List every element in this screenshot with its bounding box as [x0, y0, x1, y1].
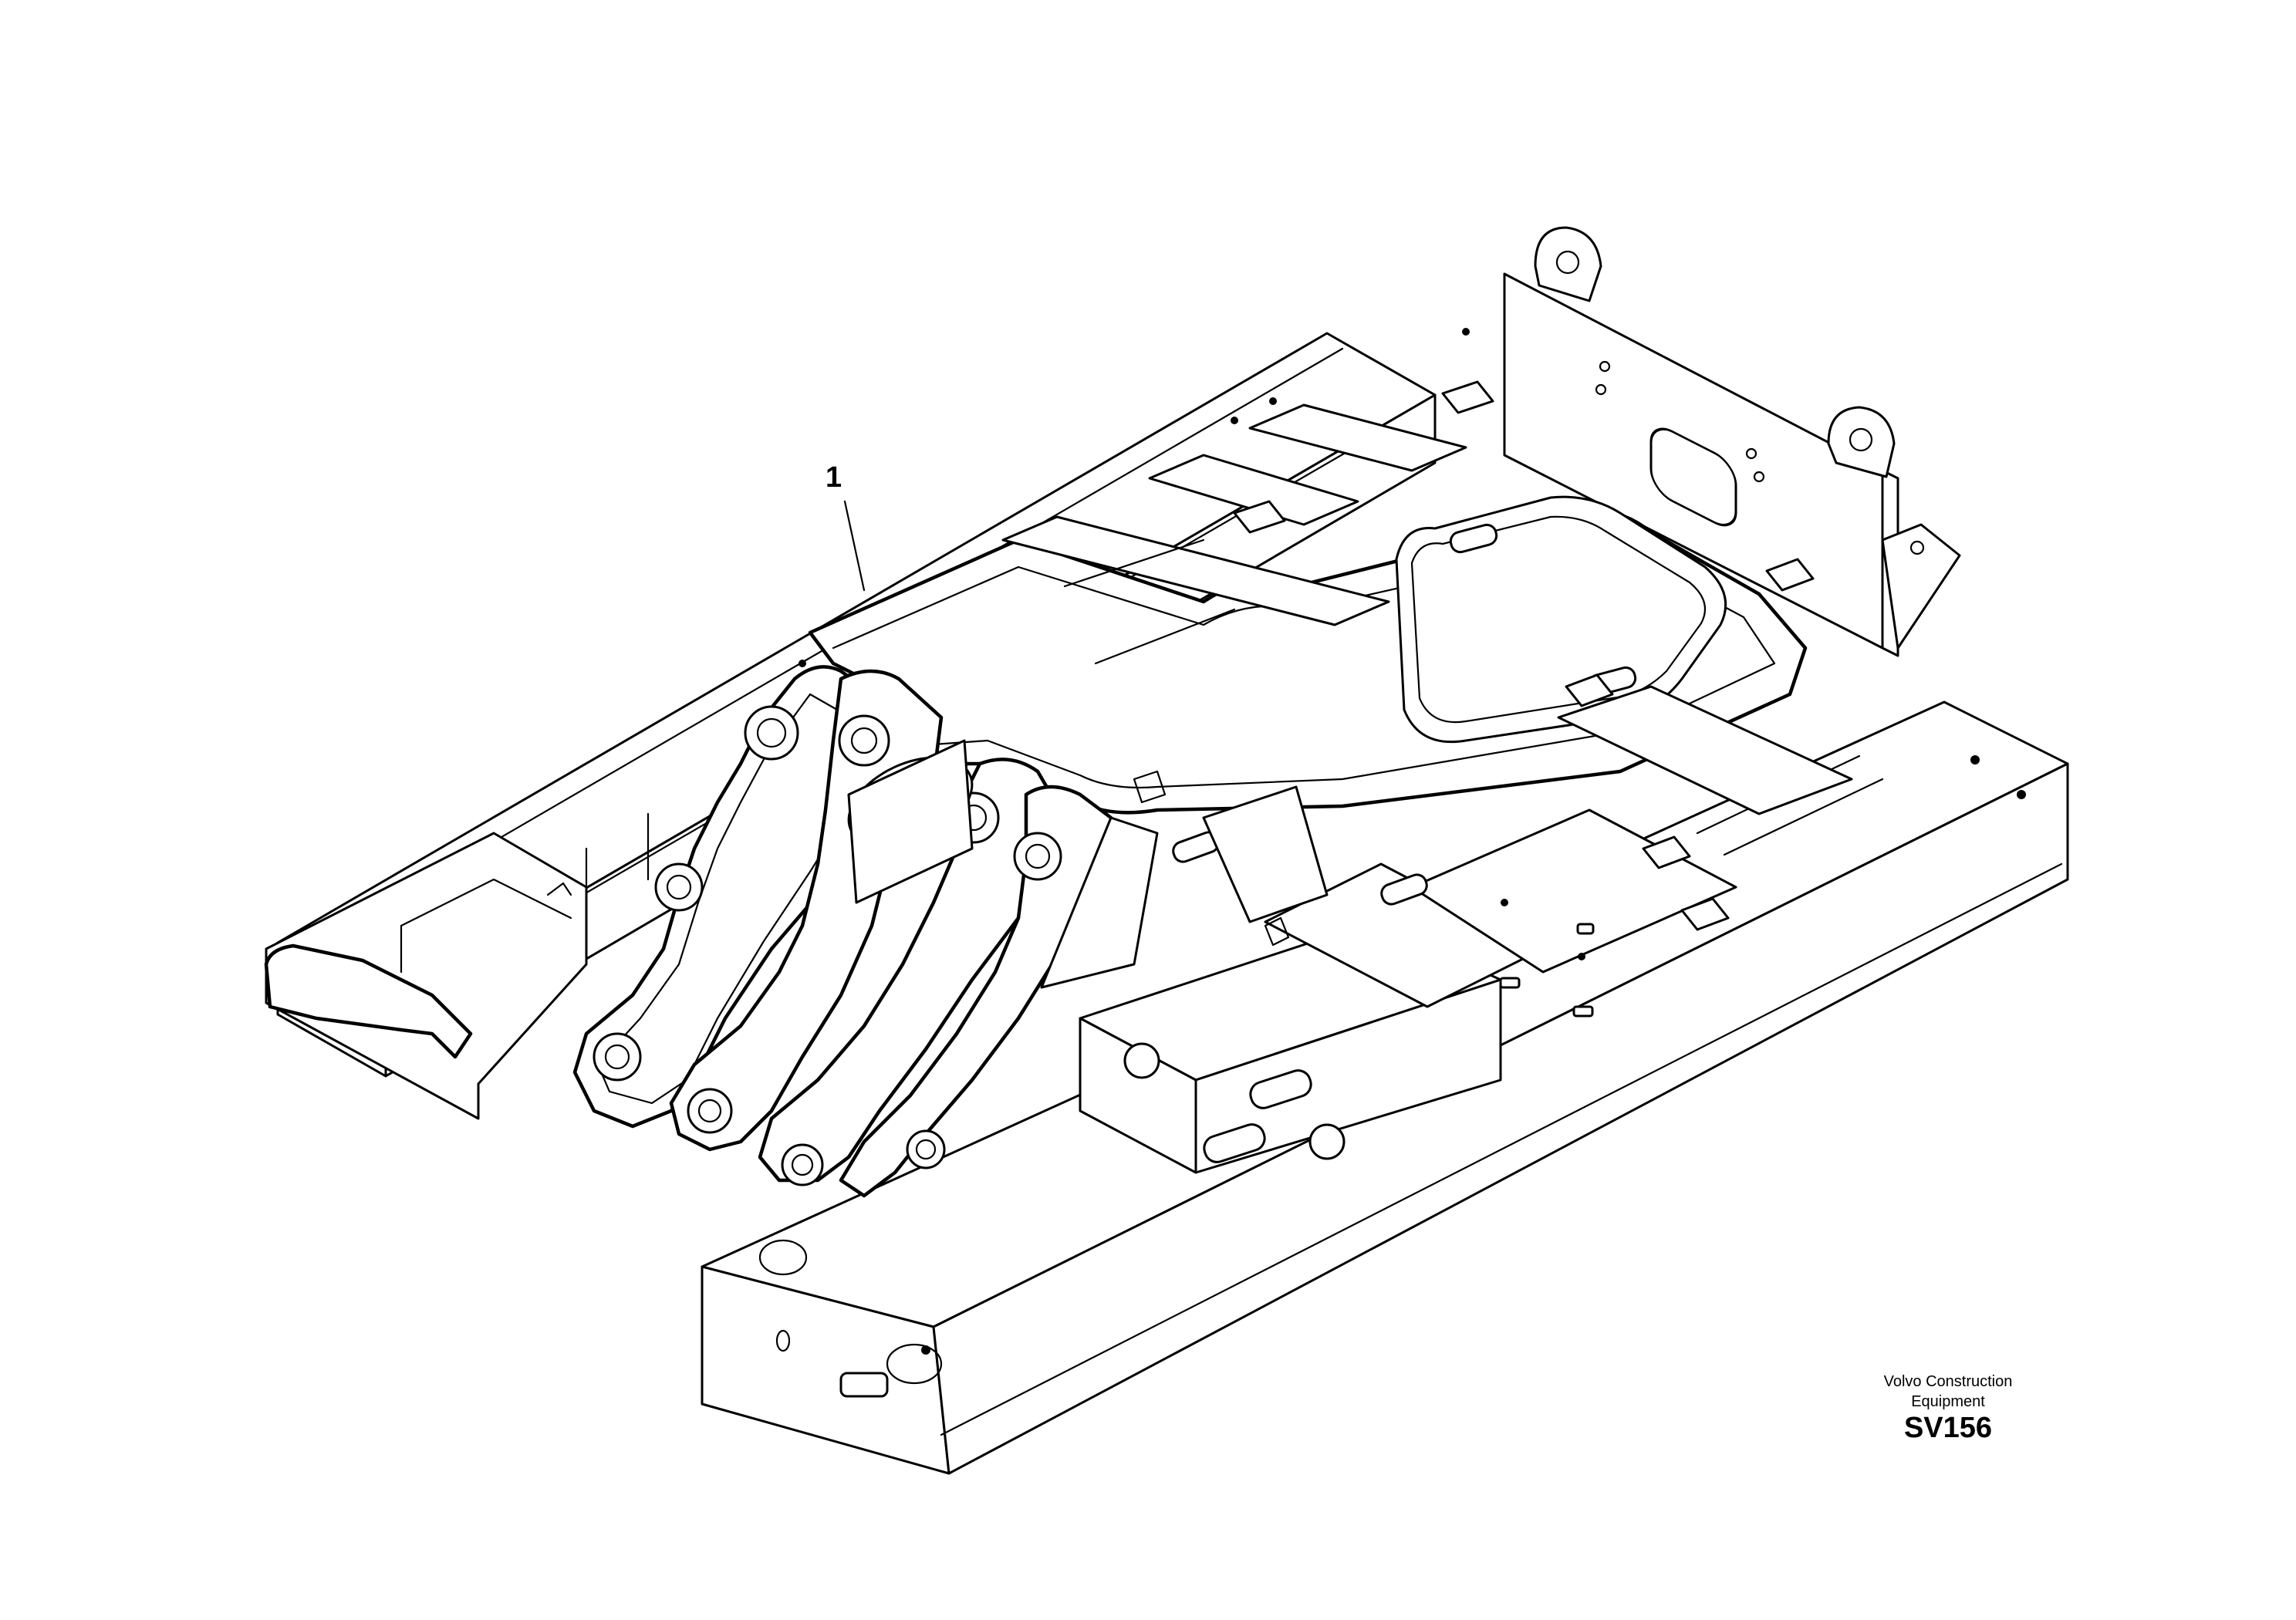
brackets: [799, 328, 1815, 947]
floor-plates: [1079, 808, 1737, 1174]
rear-bracket: [1881, 523, 1961, 650]
manufacturer-line-1: Volvo Construction: [1883, 1373, 2013, 1390]
manufacturer-line-2: Equipment: [1911, 1393, 1985, 1410]
boom-foot-brackets: [572, 665, 1159, 1198]
callout-leader-1: [843, 500, 866, 592]
lifting-eye-left: [1534, 226, 1602, 302]
rear-mounting-plate: [1503, 272, 1899, 657]
illustration-code: SV156: [1903, 1412, 1993, 1444]
callout-number-1: 1: [826, 461, 842, 494]
lifting-eye-right: [1827, 406, 1896, 478]
manufacturer-stamp: Volvo Construction Equipment: [1836, 1372, 2060, 1412]
left-tool-box: [264, 832, 588, 1120]
